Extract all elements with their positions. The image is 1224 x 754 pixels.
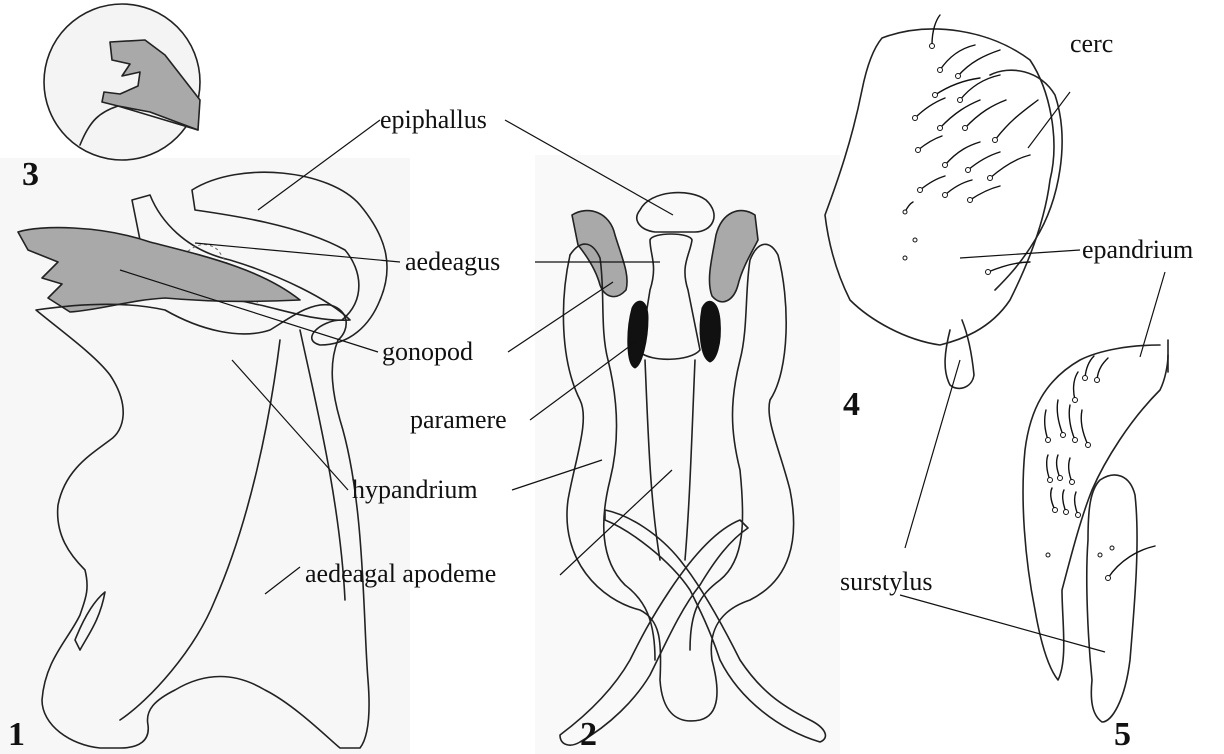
fig5-epandrium-outline — [1023, 345, 1168, 680]
figure-number-4: 4 — [843, 386, 860, 423]
figure-number-2: 2 — [580, 716, 597, 753]
label-hypandrium: hypandrium — [352, 475, 478, 504]
leader-surstylus-fig5 — [900, 595, 1105, 652]
label-paramere: paramere — [410, 405, 507, 434]
label-cerc: cerc — [1070, 29, 1113, 58]
leader-surstylus-fig4 — [905, 360, 960, 548]
leader-epandrium-fig4 — [960, 250, 1080, 258]
fig2-paramere-right — [700, 301, 720, 362]
label-aedeagal-apodeme: aedeagal apodeme — [305, 559, 496, 588]
leader-cerc — [1028, 92, 1070, 148]
fig4-cerc-outline — [990, 70, 1062, 290]
label-epandrium: epandrium — [1082, 235, 1193, 264]
fig5-surstylus — [1087, 475, 1137, 722]
label-epiphallus: epiphallus — [380, 105, 487, 134]
label-aedeagus: aedeagus — [405, 247, 500, 276]
fig4-epandrium-outline — [825, 29, 1054, 345]
figure-number-5: 5 — [1114, 716, 1131, 753]
fig4-surstylus — [945, 320, 974, 388]
figure-5-lateral — [1023, 340, 1168, 722]
label-surstylus: surstylus — [840, 567, 932, 596]
figure-4-epandrium — [825, 15, 1062, 388]
fig4-setae — [903, 15, 1038, 275]
figure-number-1: 1 — [8, 716, 25, 753]
fig5-setae — [1045, 356, 1155, 581]
label-gonopod: gonopod — [382, 337, 473, 366]
leader-epandrium-fig5 — [1140, 272, 1165, 357]
figure-number-3: 3 — [22, 156, 39, 193]
figure-3-inset — [44, 4, 200, 160]
